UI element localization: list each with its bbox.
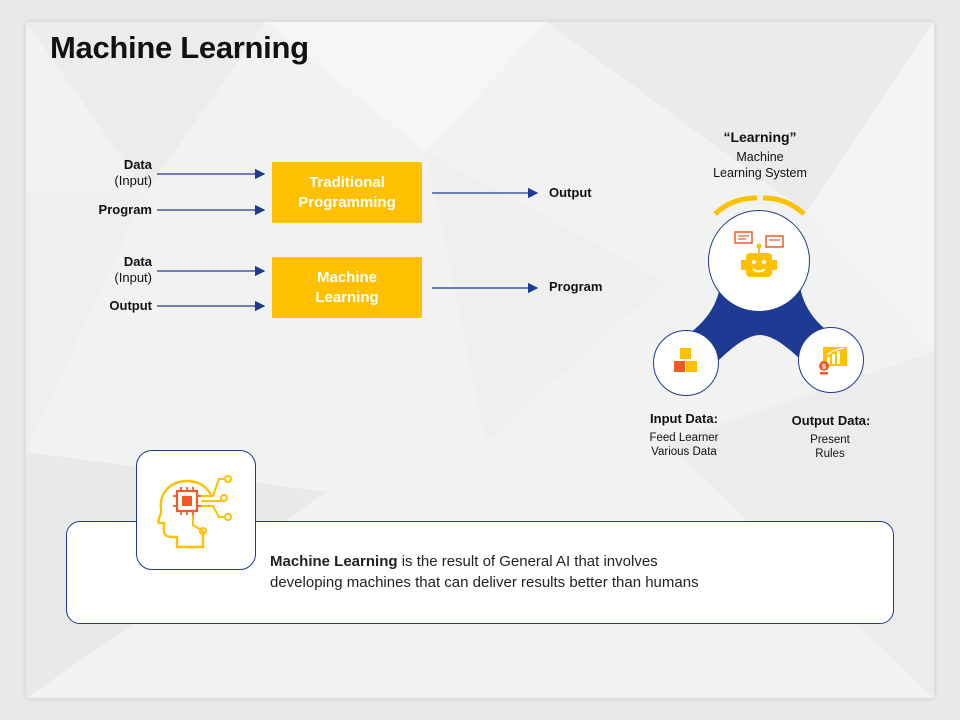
top-data-text: Data — [123, 157, 152, 172]
bottom-output-label: Output — [109, 298, 152, 313]
bottom-data-label: Data (Input) — [90, 254, 152, 286]
input-data-title: Input Data: — [650, 411, 718, 426]
box-line: Programming — [298, 193, 396, 211]
top-data-sub: (Input) — [114, 173, 152, 188]
bottom-data-sub: (Input) — [114, 270, 152, 285]
top-program-label: Program — [98, 202, 152, 217]
output-data-circle: $ — [798, 327, 864, 393]
system-sub2: Learning System — [713, 166, 807, 180]
system-sub1: Machine — [736, 150, 784, 164]
page-title: Machine Learning — [50, 30, 309, 65]
system-subtitle: Machine Learning System — [680, 149, 840, 181]
output-data-desc: Present Rules — [770, 433, 890, 461]
input-desc-line1: Feed Learner — [649, 432, 719, 444]
top-data-label: Data (Input) — [90, 157, 152, 189]
system-heading: “Learning” — [723, 129, 797, 145]
robot-circle — [708, 210, 810, 312]
output-data-title: Output Data: — [791, 413, 871, 428]
box-line: Learning — [315, 288, 379, 306]
box-line: Traditional — [309, 173, 385, 191]
note-line2: developing machines that can deliver res… — [270, 574, 699, 591]
note-bold: Machine Learning — [270, 553, 398, 570]
output-desc-line1: Present — [810, 434, 850, 446]
chart-money-icon: $ — [819, 347, 847, 375]
note-rest: is the result of General AI that involve… — [397, 553, 658, 570]
note-text: Machine Learning is the result of Genera… — [270, 551, 699, 593]
bottom-program-label: Program — [549, 279, 603, 294]
ai-head-icon — [157, 475, 232, 549]
svg-text:$: $ — [822, 364, 826, 371]
bottom-data-text: Data — [123, 254, 152, 269]
robot-icon — [734, 231, 784, 277]
input-data-desc: Feed Learner Various Data — [624, 431, 744, 459]
top-output-label: Output — [549, 185, 592, 200]
icon-card — [136, 450, 256, 570]
blocks-icon — [674, 348, 697, 372]
output-desc-line2: Rules — [815, 448, 845, 460]
box-line: Machine — [316, 268, 377, 286]
input-data-circle — [653, 330, 719, 396]
input-desc-line2: Various Data — [651, 446, 717, 458]
